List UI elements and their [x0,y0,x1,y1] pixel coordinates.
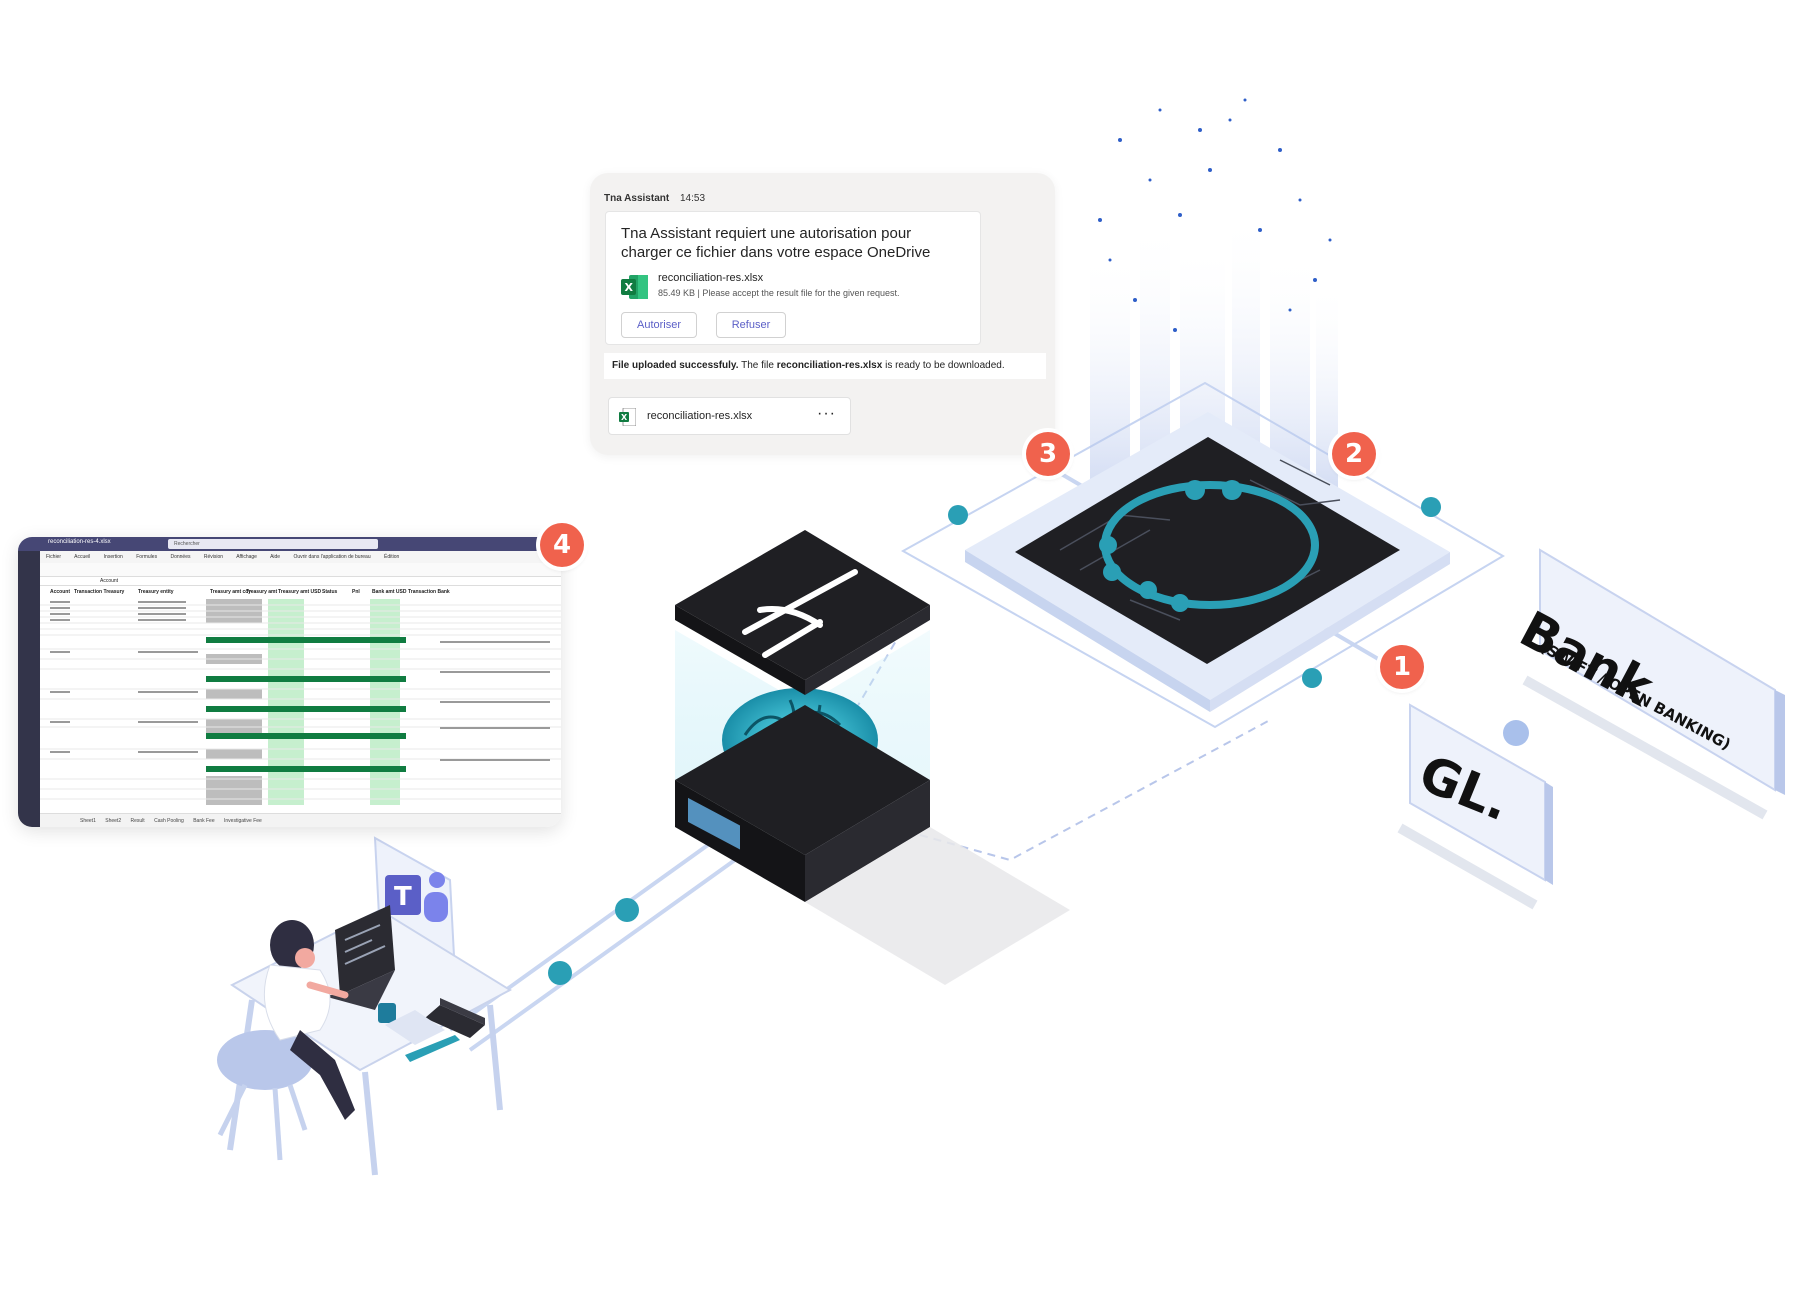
upload-status-bold: File uploaded successfuly. [612,360,739,371]
menu-item[interactable]: Édition [384,554,400,560]
svg-text:X: X [625,281,634,294]
upload-status-text: The file [738,360,777,371]
platform-outline [900,381,1529,746]
adaptive-card: Tna Assistant requiert une autorisation … [605,211,981,345]
data-particles [1098,98,1332,332]
formula-bar[interactable]: Account [40,577,561,586]
node-dot [1302,668,1322,688]
menu-item[interactable]: Affichage [236,554,257,560]
column-header: Account [50,589,70,595]
more-options-icon[interactable]: ··· [817,405,836,422]
menu-item[interactable]: Accueil [74,554,91,560]
sheet-cells [40,599,561,813]
menu-item[interactable]: Révision [203,554,224,560]
svg-text:T: T [394,882,412,912]
node-dot [948,505,968,525]
ribbon-menu: Fichier Accueil Insertion Formules Donné… [40,551,561,563]
menu-item[interactable]: Fichier [46,554,62,560]
ai-brain-cube [675,530,1070,985]
allow-button[interactable]: Autoriser [621,312,697,338]
card-title: Tna Assistant requiert une autorisation … [621,225,931,261]
sheet-tab[interactable]: Cash Pooling [154,818,184,824]
node-dot [1503,720,1529,746]
refuse-button[interactable]: Refuser [716,312,786,338]
column-header: Treasury amt USD [278,589,322,595]
sheet-tab[interactable]: Bank Fee [193,818,215,824]
column-header: Bank amt USD [372,589,407,595]
sheet-tab-bar: Sheet1 Sheet2 Result Cash Pooling Bank F… [40,813,561,827]
menu-item[interactable]: Ouvrir dans l'application de bureau [293,554,371,560]
column-header: Treasury amt ccy [210,589,251,595]
sheet-tab[interactable]: Sheet1 [80,818,96,824]
upload-status-tail: is ready to be downloaded. [882,360,1005,371]
menu-item[interactable]: Formules [136,554,158,560]
logo-icon [742,569,858,658]
bank-stand [1522,548,1785,820]
node-dot [615,898,639,922]
node-dot [1421,497,1441,517]
sheet-tab[interactable]: Result [130,818,145,824]
file-attachment-chip[interactable]: X reconciliation-res.xlsx ··· [608,397,851,435]
menu-item[interactable]: Insertion [103,554,123,560]
ai-chip-platform [965,412,1450,712]
sheet-tab[interactable]: Investigative Fee [224,818,262,824]
sheet-titlebar: reconciliation-res-4.xlsx Rechercher [18,537,561,551]
column-header: Status [322,589,338,595]
sheet-tab[interactable]: Sheet2 [105,818,122,824]
column-header: Treasury entity [138,589,174,595]
teams-icon: T [385,872,448,922]
gl-stand [1397,703,1553,910]
step-badge-1: 1 [1380,645,1424,689]
books-icon [425,998,485,1038]
excel-icon: X [621,275,648,299]
svg-text:X: X [621,413,628,422]
chat-notification-card: Tna Assistant 14:53 Tna Assistant requie… [590,173,1055,455]
upload-status-message: File uploaded successfuly. The file reco… [604,353,1046,379]
message-time: 14:53 [679,193,706,204]
node-dot [548,961,572,985]
column-header: Treasury amt [246,589,278,595]
search-input[interactable]: Rechercher [168,539,378,549]
file-meta: 85.49 KB | Please accept the result file… [658,288,900,298]
step-badge-4: 4 [540,523,584,567]
column-header: Transaction Bank [408,589,450,595]
laptop-icon [320,905,395,1010]
cube-shadow [805,827,1070,985]
sheet-grid: Account Transaction Treasury Treasury en… [40,589,561,813]
spreadsheet-window: reconciliation-res-4.xlsx Rechercher Fic… [18,537,561,827]
menu-item[interactable]: Aide [270,554,281,560]
step-badge-3: 3 [1026,432,1070,476]
app-rail [18,551,40,827]
menu-item[interactable]: Données [170,554,191,560]
column-header: Transaction Treasury [74,589,125,595]
person-figure [263,920,355,1120]
sheet-title: reconciliation-res-4.xlsx [48,539,111,545]
chair [217,1030,313,1161]
upload-file-name: reconciliation-res.xlsx [776,360,883,371]
chip-file-name: reconciliation-res.xlsx [647,410,753,422]
mug-icon [378,1003,396,1023]
paper-icon [385,1010,445,1045]
ribbon-toolbar [40,563,561,577]
desk-illustration [217,898,639,1176]
excel-file-icon: X [619,408,636,426]
keyboard-icon [405,1035,460,1062]
chat-header: Tna Assistant 14:53 [604,193,705,204]
column-header: Pnl [352,589,360,595]
sender-name: Tna Assistant [604,193,670,204]
step-badge-2: 2 [1332,432,1376,476]
file-name[interactable]: reconciliation-res.xlsx [658,272,764,284]
